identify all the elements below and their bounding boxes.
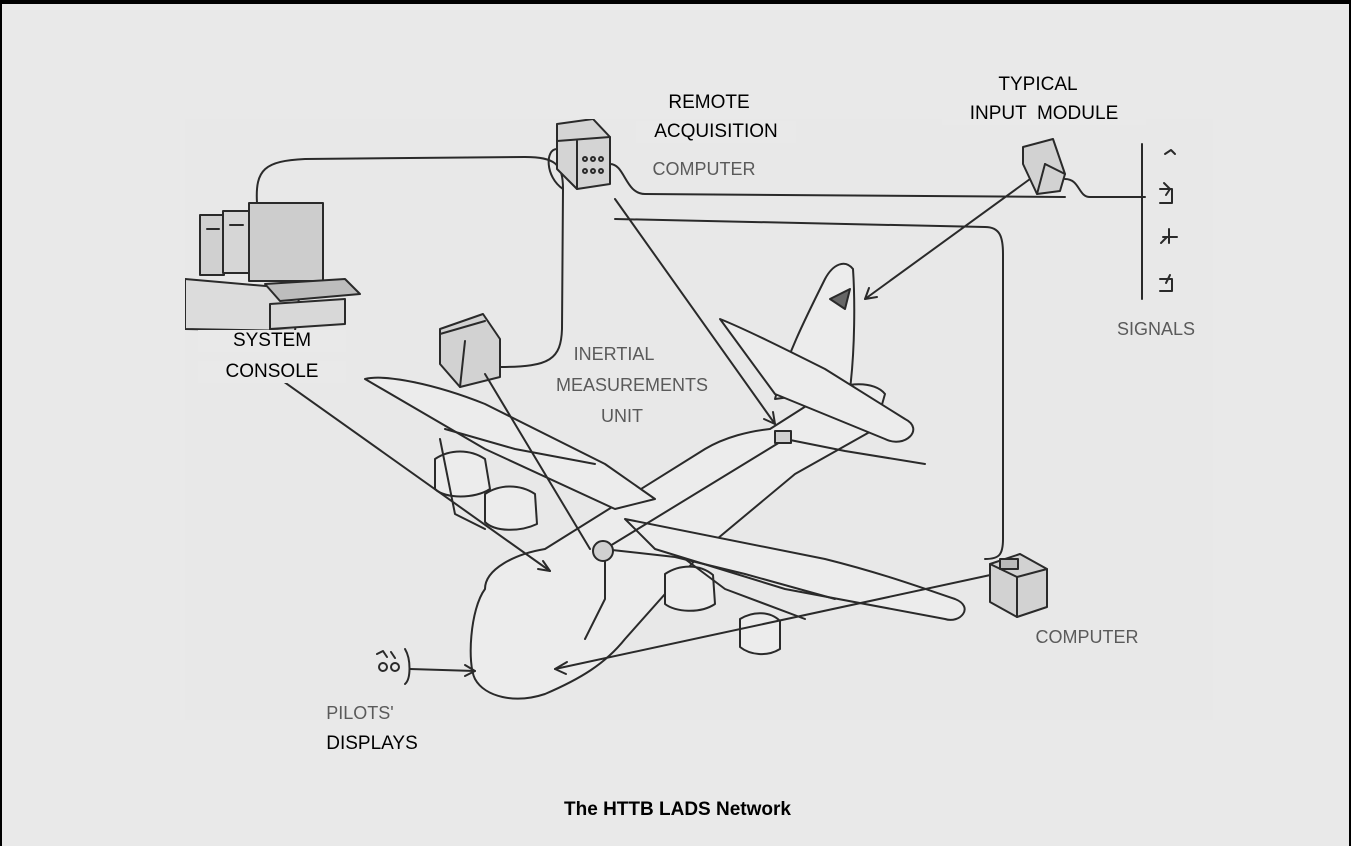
imu-label-3: UNIT	[601, 406, 643, 426]
wing-wire-right-2	[684, 558, 806, 620]
imu-label-2: MEASUREMENTS	[555, 375, 708, 395]
top-rule	[2, 2, 1351, 4]
tail-wire	[784, 438, 926, 465]
computer-cable	[614, 218, 1004, 560]
console-arrow	[279, 378, 551, 572]
imu-to-node-line	[484, 373, 591, 550]
remote-acquisition-label-2: ACQUISITION	[636, 121, 796, 143]
typical-input-label-2: INPUT MODULE	[942, 103, 1146, 125]
fuselage-wire	[604, 438, 786, 550]
console-cable	[255, 156, 564, 368]
figure-caption: The HTTB LADS Network	[564, 799, 791, 820]
signals-bus	[1141, 143, 1178, 300]
cockpit-wire	[584, 548, 606, 640]
aft-node	[774, 430, 792, 444]
wing-wire-left-2	[439, 438, 486, 530]
input-to-tail-arrow	[864, 178, 1031, 300]
network-illustration	[184, 118, 1178, 700]
imu-label-1: INERTIAL	[573, 344, 655, 364]
computer-to-cockpit-arrow	[554, 573, 996, 670]
wing-wire-left-1	[444, 428, 596, 465]
input-module-cable	[609, 163, 1066, 198]
aircraft-network-artwork	[184, 118, 1213, 720]
system-console-label-1: SYSTEM	[198, 330, 346, 352]
aircraft-icon	[364, 262, 966, 700]
remote-acquisition-label-1: REMOTE	[646, 92, 772, 114]
pilots-displays-arrow	[409, 668, 476, 672]
typical-input-module-icon	[1022, 138, 1066, 195]
tail-module	[829, 288, 851, 310]
signals-label: SIGNALS	[1116, 319, 1196, 339]
typical-input-label-1: TYPICAL	[982, 74, 1094, 96]
remote-to-aft-arrow	[614, 198, 776, 425]
inertial-measurement-unit-icon	[439, 313, 501, 388]
central-node	[592, 540, 614, 562]
pilots-displays-icon	[376, 648, 411, 685]
system-console-label-2: CONSOLE	[198, 361, 346, 383]
pilots-displays-label-1: PILOTS'	[326, 703, 394, 723]
computer-icon	[989, 553, 1048, 618]
computer-label: COMPUTER	[1035, 627, 1139, 647]
remote-link	[547, 148, 564, 190]
system-console-icon	[184, 202, 361, 332]
wing-wire-right-1	[602, 548, 836, 600]
remote-acquisition-computer-icon	[556, 118, 611, 190]
pilots-displays-label-2: DISPLAYS	[302, 733, 442, 755]
remote-acquisition-label-3: COMPUTER	[652, 159, 756, 179]
signals-cable	[1064, 178, 1146, 198]
